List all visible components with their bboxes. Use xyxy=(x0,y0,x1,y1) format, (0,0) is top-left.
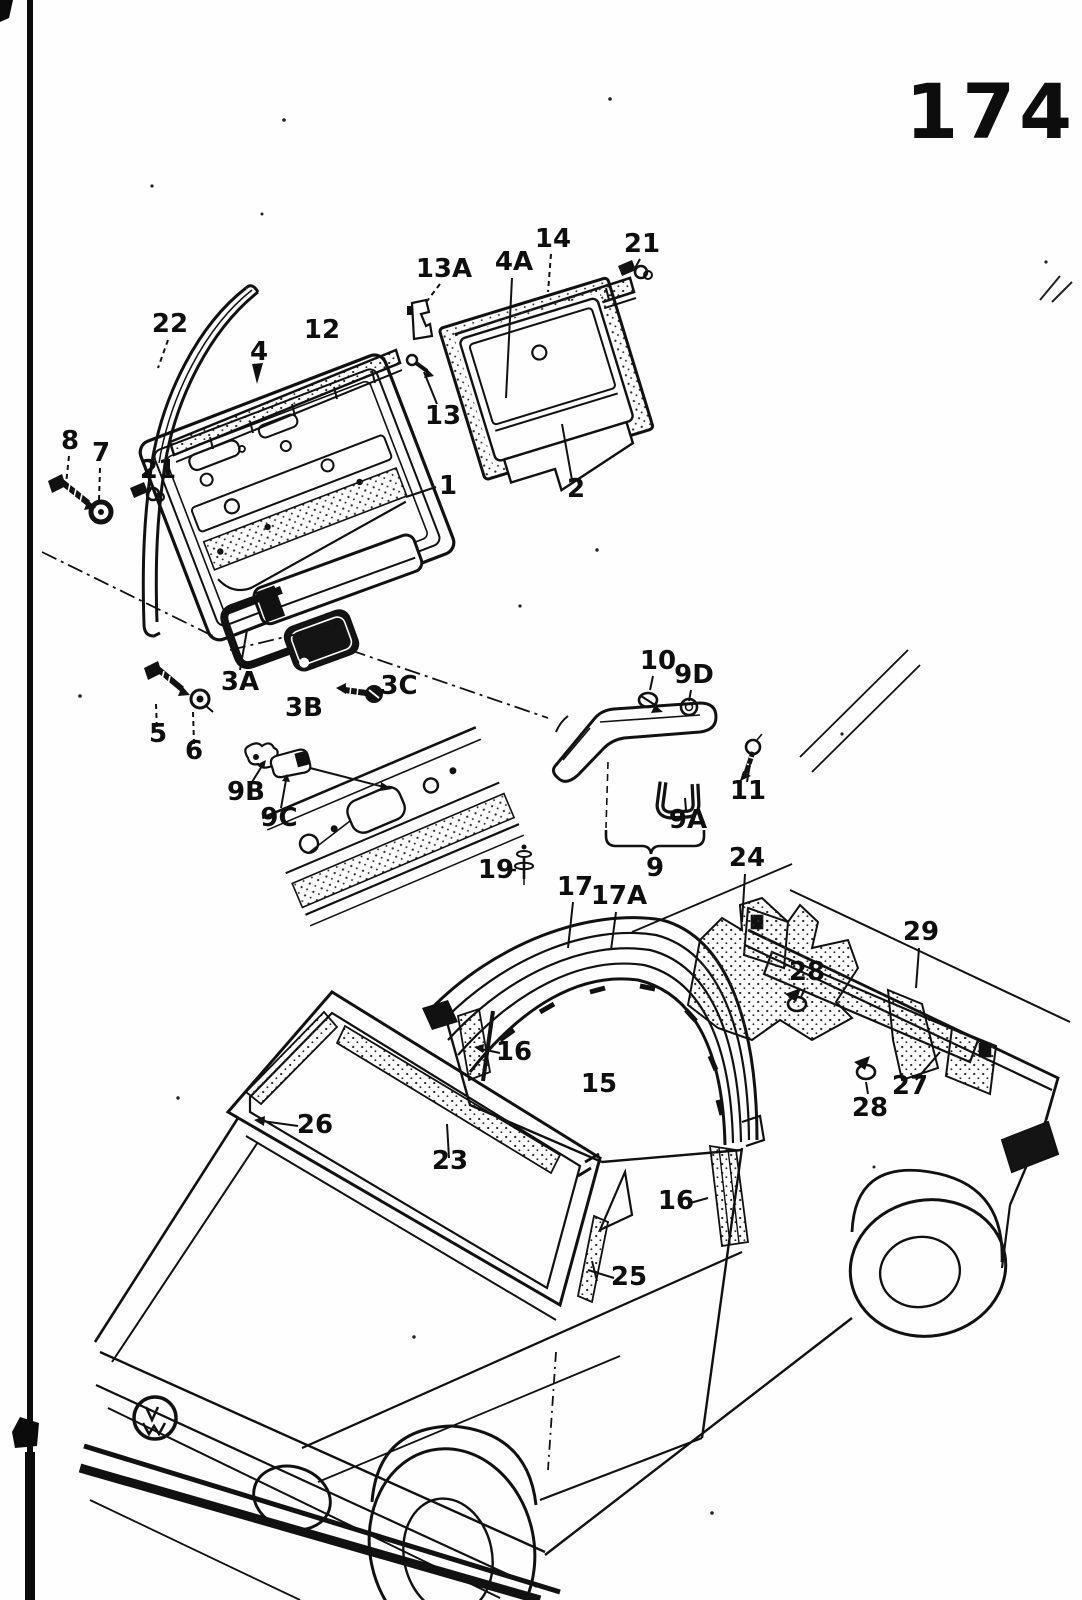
cab-lines xyxy=(301,1014,744,1502)
part-label-3c: 3C xyxy=(380,671,417,701)
part-label-7: 7 xyxy=(92,438,110,468)
part-label-21-top: 21 xyxy=(624,229,660,259)
b-pillar-trim-rear xyxy=(708,1144,750,1248)
projection-lines xyxy=(41,551,921,933)
screw-8-glyph xyxy=(48,474,96,510)
part-label-3b: 3B xyxy=(285,693,323,723)
part-label-1: 1 xyxy=(439,471,457,501)
part-label-16-front: 16 xyxy=(496,1037,532,1067)
part-label-4a: 4A xyxy=(495,247,533,277)
part-label-8: 8 xyxy=(61,426,79,456)
screw-5-glyph xyxy=(144,661,190,696)
door-trim-panel xyxy=(138,353,456,642)
part-label-28-lower: 28 xyxy=(852,1093,888,1123)
part-label-21-left: 21 xyxy=(140,455,176,485)
part-label-22: 22 xyxy=(152,309,188,339)
vent-window xyxy=(597,1168,634,1233)
part-label-9: 9 xyxy=(646,853,664,883)
b-pillar-trim-front xyxy=(456,1007,492,1082)
roof-hoop-trim xyxy=(422,916,766,1148)
part-label-17: 17 xyxy=(557,872,593,902)
leader-lines xyxy=(65,253,941,1282)
part-label-19: 19 xyxy=(478,855,514,885)
part-label-10: 10 xyxy=(640,646,676,676)
clip-21-top-glyph xyxy=(618,260,653,280)
part-label-17a: 17A xyxy=(591,881,647,911)
pin-19-glyph xyxy=(514,844,534,885)
part-label-3a: 3A xyxy=(221,667,259,697)
part-label-13a: 13A xyxy=(416,254,472,284)
windshield-side-molding xyxy=(244,1010,339,1106)
part-label-5: 5 xyxy=(149,719,167,749)
rear-bumper xyxy=(1000,1120,1060,1174)
bracket-9 xyxy=(604,761,706,855)
page-binding-edge xyxy=(0,0,39,1600)
grommet-7-glyph xyxy=(88,499,114,525)
part-label-25: 25 xyxy=(611,1262,647,1292)
screw-13-glyph xyxy=(405,353,434,378)
handle-clip-9a xyxy=(655,781,701,820)
part-label-23: 23 xyxy=(432,1146,468,1176)
clip-28-lower-glyph xyxy=(854,1056,877,1081)
page-number: 174 xyxy=(905,67,1076,156)
part-label-9a: 9A xyxy=(669,805,707,835)
part-label-2: 2 xyxy=(567,474,585,504)
part-label-27: 27 xyxy=(892,1071,928,1101)
upper-door-trim-strip xyxy=(168,348,403,463)
clip-13a-glyph xyxy=(407,298,434,341)
grab-handle xyxy=(551,701,718,783)
screw-10-glyph xyxy=(637,691,663,713)
part-label-14: 14 xyxy=(535,224,571,254)
rear-trim-panel xyxy=(438,276,655,492)
clip-28-upper-glyph xyxy=(785,988,808,1013)
part-label-26: 26 xyxy=(297,1110,333,1140)
vw-logo xyxy=(132,1395,178,1441)
hood-front-end xyxy=(89,1117,546,1600)
part-label-15: 15 xyxy=(581,1069,617,1099)
part-label-12: 12 xyxy=(304,315,340,345)
part-label-13: 13 xyxy=(425,401,461,431)
door-seal-strip xyxy=(141,284,260,638)
screw-3c-glyph xyxy=(336,683,383,703)
cap-6-glyph xyxy=(189,688,214,713)
armrest-pad-3b xyxy=(283,609,360,672)
front-wheel xyxy=(367,1424,538,1600)
part-label-4: 4 xyxy=(250,337,268,367)
part-label-9b: 9B xyxy=(227,777,265,807)
part-label-24: 24 xyxy=(729,843,765,873)
screw-11-glyph xyxy=(740,733,763,781)
inner-door-panel xyxy=(261,726,525,927)
part-label-28-upper: 28 xyxy=(789,957,825,987)
part-label-29: 29 xyxy=(903,917,939,947)
armrest-bracket-3a xyxy=(220,586,304,670)
part-label-9c: 9C xyxy=(260,803,297,833)
bed-front-panel xyxy=(886,988,940,1082)
front-bumper xyxy=(78,1443,561,1600)
part-label-9d: 9D xyxy=(674,660,714,690)
rear-wheel xyxy=(848,1198,1008,1338)
pickup-truck-body xyxy=(78,889,1071,1600)
part-label-11: 11 xyxy=(730,776,766,806)
clip-9c-glyph xyxy=(269,748,312,779)
part-label-6: 6 xyxy=(185,736,203,766)
bulkhead-panel xyxy=(686,896,860,1042)
part-label-16-rear: 16 xyxy=(658,1186,694,1216)
